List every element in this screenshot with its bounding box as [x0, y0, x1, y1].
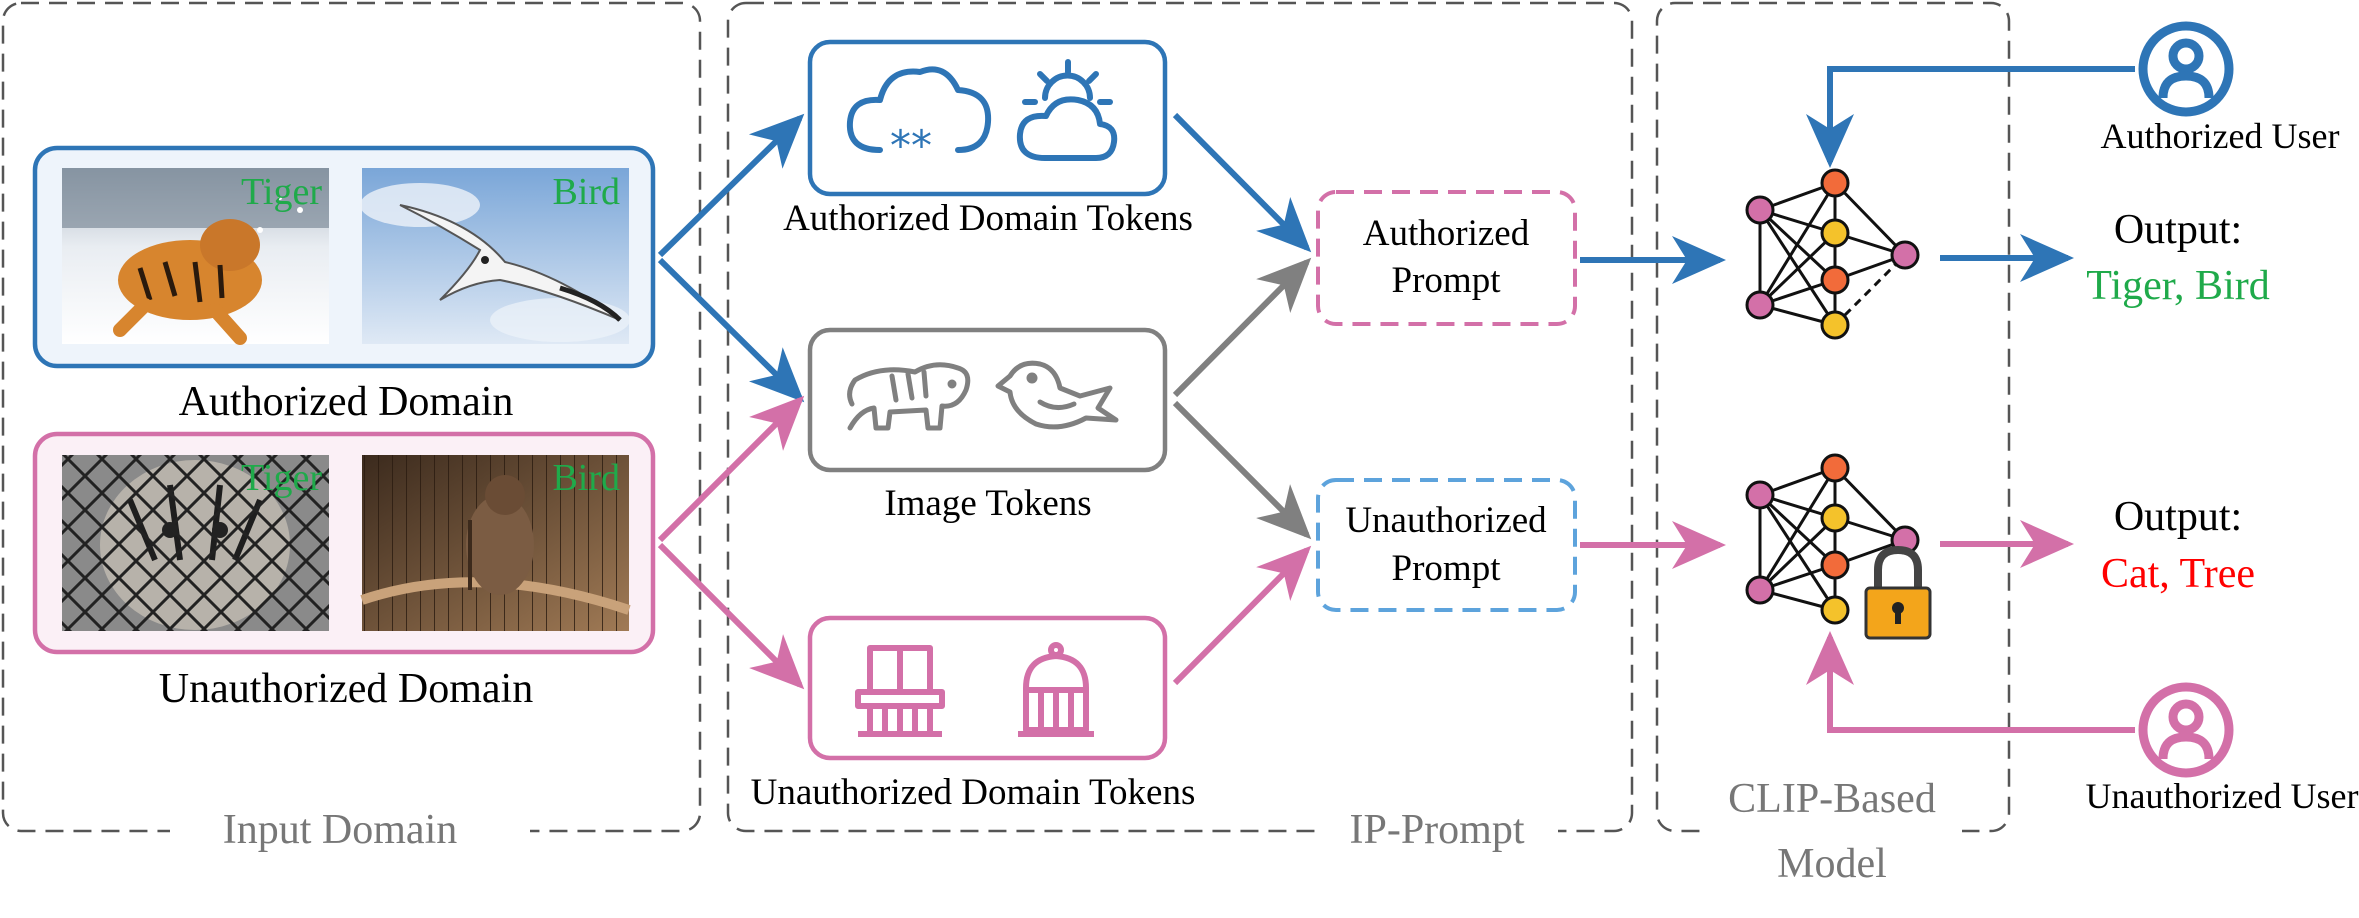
image-label-bird: Bird	[552, 171, 620, 213]
image-tokens: Image Tokens	[807, 327, 1168, 524]
section-label-ip-prompt: IP-Prompt	[1349, 807, 1524, 853]
unauthorized-domain-label: Unauthorized Domain	[159, 666, 533, 712]
fence-icon	[855, 645, 945, 737]
authorized-output-result: Tiger, Bird	[2086, 263, 2269, 309]
section-label-clip-line2: Model	[1777, 841, 1887, 887]
snow-cloud-icon: **	[846, 66, 992, 170]
tiger-fence-image: Tiger	[62, 455, 329, 631]
user-icon	[2138, 21, 2234, 117]
unauthorized-prompt-line2: Prompt	[1392, 548, 1502, 589]
image-label-tiger: Tiger	[241, 171, 322, 213]
image-label-bird-unauth: Bird	[552, 457, 620, 499]
unauthorized-user: Unauthorized User	[1806, 631, 2359, 816]
authorized-domain-label: Authorized Domain	[179, 379, 514, 425]
unauthorized-domain-tokens: Unauthorized Domain Tokens	[751, 615, 1196, 813]
authorized-user: Authorized User	[1806, 21, 2340, 168]
arrows-tokens-to-prompts	[1172, 112, 1312, 686]
arrows-prompts-to-model	[1580, 236, 1726, 569]
lock-icon	[1864, 545, 1932, 640]
bird-icon	[995, 360, 1119, 430]
section-label-clip-line1: CLIP-Based	[1728, 776, 1936, 822]
seagull-image: Bird	[360, 168, 630, 344]
sun-cloud-icon	[1016, 59, 1118, 161]
authorized-domain-panel: Tiger Bird Authorized Domain	[32, 145, 656, 425]
unauthorized-output-label: Output:	[2114, 494, 2242, 540]
birdcage-icon	[1018, 642, 1094, 737]
section-clip-model: CLIP-Based Model	[1655, 1, 2011, 890]
network-icon-authorized	[1745, 168, 1920, 340]
caged-bird-image: Bird	[360, 455, 631, 631]
tiger-snow-image: Tiger	[62, 168, 329, 345]
arrows-domain-to-tokens	[657, 113, 805, 690]
section-label-input-domain: Input Domain	[223, 807, 457, 853]
authorized-output-label: Output:	[2114, 207, 2242, 253]
svg-text:**: **	[890, 121, 932, 170]
unauthorized-prompt: Unauthorized Prompt	[1316, 478, 1577, 612]
user-icon	[2138, 682, 2234, 778]
unauthorized-output-result: Cat, Tree	[2101, 551, 2255, 597]
section-ip-prompt: IP-Prompt	[726, 1, 1634, 859]
authorized-domain-tokens: ** Authorized Domain Tokens	[783, 39, 1193, 239]
image-label-tiger-unauth: Tiger	[241, 457, 322, 499]
unauthorized-prompt-line1: Unauthorized	[1345, 500, 1547, 541]
network-icon-unauthorized	[1745, 453, 1932, 640]
authorized-output: Output: Tiger, Bird	[1940, 207, 2270, 309]
section-input-domain: Input Domain	[1, 1, 702, 859]
authorized-tokens-label: Authorized Domain Tokens	[783, 198, 1193, 239]
tiger-icon	[847, 362, 971, 431]
unauthorized-output: Output: Cat, Tree	[1940, 494, 2255, 597]
unauthorized-tokens-label: Unauthorized Domain Tokens	[751, 772, 1196, 813]
unauthorized-user-label: Unauthorized User	[2086, 776, 2359, 816]
authorized-prompt-line2: Prompt	[1392, 260, 1502, 301]
authorized-prompt-line1: Authorized	[1363, 213, 1530, 254]
image-tokens-label: Image Tokens	[884, 483, 1091, 524]
unauthorized-domain-panel: Tiger Bird Unauthorized Domain	[32, 431, 656, 712]
authorized-user-label: Authorized User	[2101, 116, 2340, 156]
authorized-prompt: Authorized Prompt	[1316, 190, 1577, 326]
